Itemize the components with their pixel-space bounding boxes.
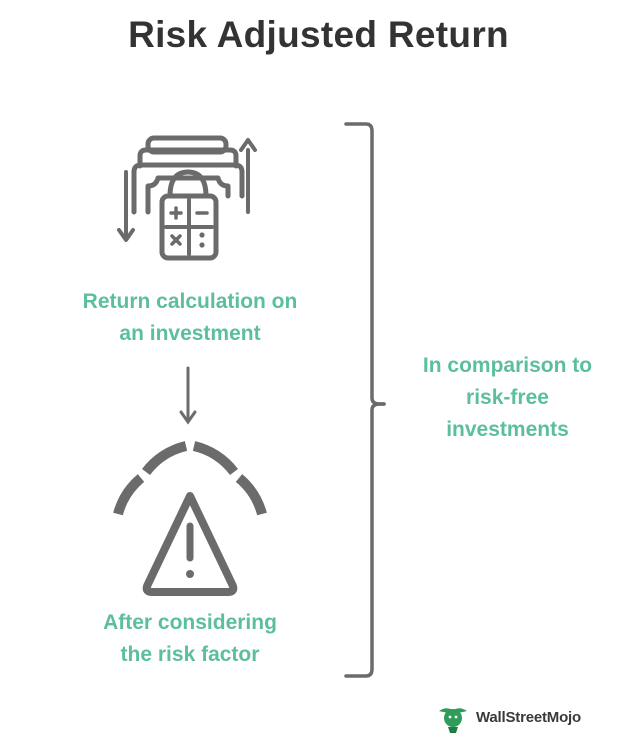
money-calculator-icon (117, 135, 257, 261)
comparison-line-3: investments (446, 418, 569, 441)
grouping-brace (344, 122, 386, 678)
step-2-line-1: After considering (103, 611, 277, 634)
step-2-line-2: the risk factor (120, 643, 260, 666)
comparison-line-2: risk-free (466, 386, 549, 409)
step-1-line-1: Return calculation on (82, 290, 298, 313)
step-label-risk-factor: After considering the risk factor (40, 607, 340, 671)
comparison-label: In comparison to risk-free investments (395, 350, 620, 446)
risk-gauge-warning-icon (113, 441, 267, 596)
brand-logo: WallStreetMojo (436, 700, 581, 734)
step-1-line-2: an investment (119, 322, 261, 345)
step-label-return-calculation: Return calculation on an investment (40, 286, 340, 350)
comparison-line-1: In comparison to (422, 354, 593, 377)
page-title: Risk Adjusted Return (128, 14, 509, 55)
brand-logo-icon (439, 708, 467, 733)
flow-arrow-down (179, 366, 197, 425)
brand-name: WallStreetMojo (476, 708, 581, 726)
